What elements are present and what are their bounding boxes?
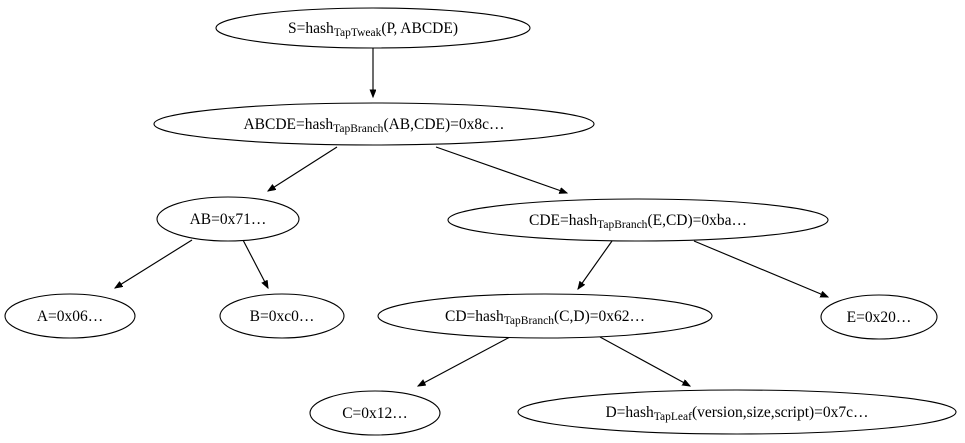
edge-cd-d [599,336,690,386]
node-s-ellipse [215,7,531,49]
edge-ab-b [242,239,268,288]
node-c-ellipse [309,390,441,436]
node-cd-label: CD=hashTapBranch(C,D)=0x62… [445,308,645,327]
node-cde[interactable]: CDE=hashTapBranch(E,CD)=0xba… [447,198,829,242]
node-d-label: D=hashTapLeaf(version,size,script)=0x7c… [605,404,868,423]
node-cd-ellipse [377,293,713,339]
node-a-ellipse [4,293,136,339]
edges-layer [115,48,828,386]
node-c[interactable]: C=0x12… [309,390,441,436]
node-c-label: C=0x12… [342,405,408,422]
node-a-label: A=0x06… [37,308,103,325]
node-b-label: B=0xc0… [250,308,315,325]
node-e-ellipse [820,294,938,340]
edge-cd-c [418,336,511,386]
node-ab-ellipse [156,196,300,242]
edge-abcde-cde [435,146,567,193]
node-abcde[interactable]: ABCDE=hashTapBranch(AB,CDE)=0x8c… [153,102,595,146]
edge-cde-e [693,240,828,298]
node-ab-label: AB=0x71… [190,211,267,228]
node-ab[interactable]: AB=0x71… [156,196,300,242]
edge-cde-cd [578,240,613,289]
node-abcde-label: ABCDE=hashTapBranch(AB,CDE)=0x8c… [243,116,504,135]
node-b[interactable]: B=0xc0… [219,293,345,339]
node-cde-label: CDE=hashTapBranch(E,CD)=0xba… [529,212,747,231]
node-cd[interactable]: CD=hashTapBranch(C,D)=0x62… [377,293,713,339]
node-b-ellipse [219,293,345,339]
node-d[interactable]: D=hashTapLeaf(version,size,script)=0x7c… [517,389,957,435]
node-e-label: E=0x20… [847,309,912,326]
edge-abcde-ab [268,146,338,191]
edge-ab-a [115,239,193,288]
nodes-layer: S=hashTapTweak(P, ABCDE) ABCDE=hashTapBra… [4,7,957,436]
node-cde-ellipse [447,198,829,242]
node-e[interactable]: E=0x20… [820,294,938,340]
node-d-ellipse [517,389,957,435]
node-s-label: S=hashTapTweak(P, ABCDE) [288,20,458,39]
node-abcde-ellipse [153,102,595,146]
node-a[interactable]: A=0x06… [4,293,136,339]
node-s[interactable]: S=hashTapTweak(P, ABCDE) [215,7,531,49]
